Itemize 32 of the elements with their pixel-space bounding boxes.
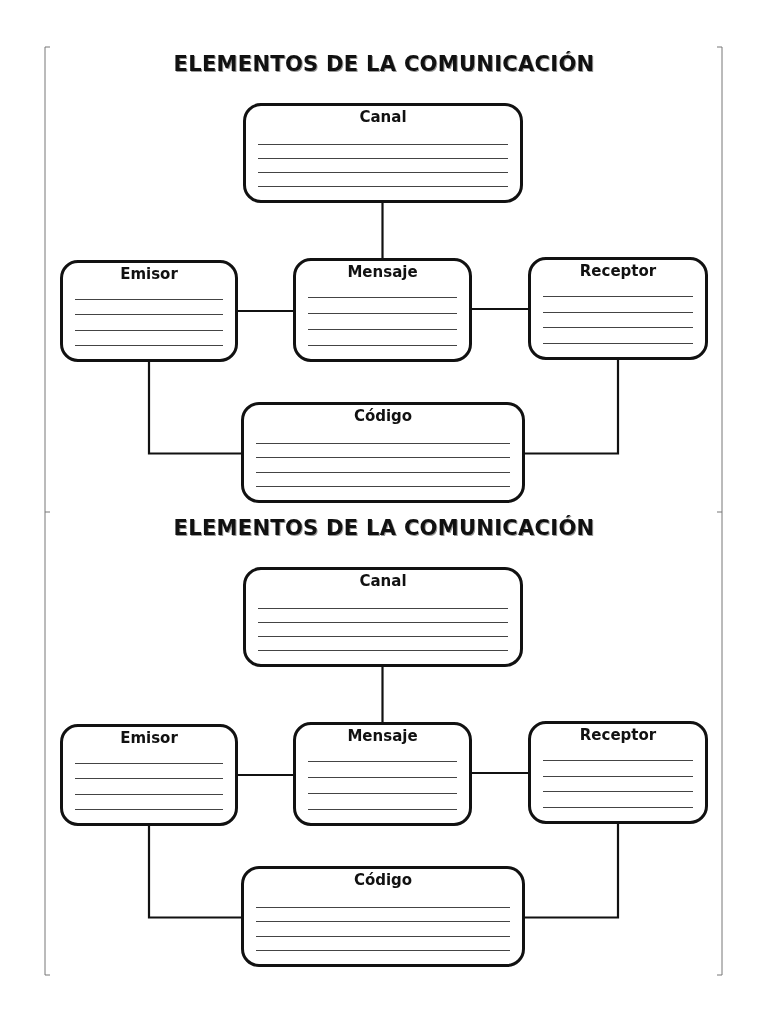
- box-heading: Emisor: [119, 265, 179, 283]
- connector-line: [525, 360, 620, 455]
- text-box: [241, 402, 525, 503]
- box-heading: Mensaje: [346, 263, 419, 281]
- box-heading: Canal: [358, 572, 408, 590]
- text-box: [241, 866, 525, 967]
- box-heading: Canal: [358, 108, 408, 126]
- box-heading: Emisor: [119, 729, 179, 747]
- connector-line: [381, 667, 384, 722]
- connector-line: [238, 773, 293, 777]
- box-heading: Receptor: [578, 726, 658, 744]
- text-box: [243, 103, 523, 203]
- box-heading: Receptor: [578, 262, 658, 280]
- text-box: [528, 257, 708, 360]
- connector-line: [472, 771, 528, 775]
- connector-line: [238, 309, 293, 313]
- text-box: [60, 724, 238, 826]
- box-heading: Código: [352, 871, 414, 889]
- connector-line: [147, 362, 241, 455]
- title: ELEMENTOS DE LA COMUNICACIÓN: [172, 516, 596, 540]
- title: ELEMENTOS DE LA COMUNICACIÓN: [172, 52, 596, 76]
- connector-line: [381, 203, 384, 258]
- text-box: [293, 258, 472, 362]
- box-heading: Código: [352, 407, 414, 425]
- box-heading: Mensaje: [346, 727, 419, 745]
- connector-line: [147, 826, 241, 919]
- text-box: [60, 260, 238, 362]
- text-box: [528, 721, 708, 824]
- text-box: [243, 567, 523, 667]
- connector-line: [472, 307, 528, 311]
- connector-line: [525, 824, 620, 919]
- text-box: [293, 722, 472, 826]
